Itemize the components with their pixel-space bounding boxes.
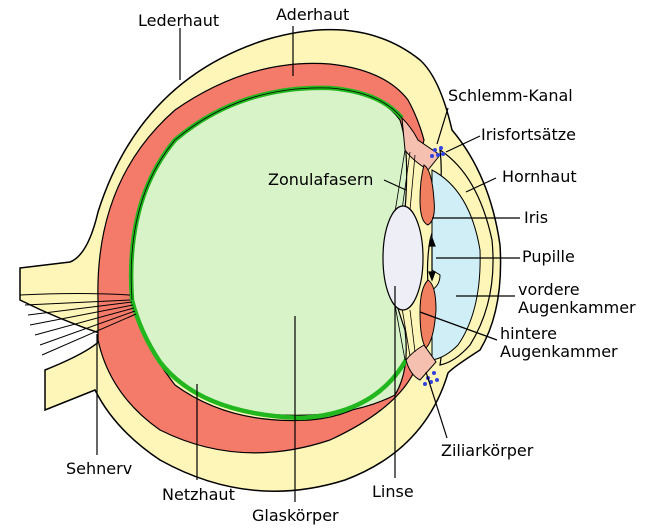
label-netzhaut: Netzhaut <box>162 485 235 504</box>
label-vordere-2: Augenkammer <box>518 298 636 317</box>
label-sehnerv: Sehnerv <box>66 459 132 478</box>
lens <box>382 205 424 311</box>
label-pupille: Pupille <box>522 247 575 266</box>
leader-lines <box>96 26 520 502</box>
iris-upper <box>419 164 435 226</box>
zonular-fibers <box>394 149 416 361</box>
pupil-arrow <box>428 236 436 282</box>
label-linse: Linse <box>372 482 414 501</box>
label-irisfortsaetze: Irisfortsätze <box>481 125 576 144</box>
label-ziliarkoerper: Ziliarkörper <box>441 441 534 460</box>
labels: Lederhaut Aderhaut Schlemm-Kanal Irisfor… <box>66 5 636 525</box>
label-hintere-2: Augenkammer <box>500 342 618 361</box>
retina-outline <box>130 87 403 301</box>
label-glaskoerper: Glaskörper <box>252 506 339 525</box>
label-lederhaut: Lederhaut <box>138 11 219 30</box>
label-hornhaut: Hornhaut <box>502 167 577 186</box>
iris-lower <box>419 279 437 349</box>
label-vordere-1: vordere <box>518 280 580 299</box>
label-aderhaut: Aderhaut <box>276 5 349 24</box>
ciliary-body-lower <box>405 344 437 381</box>
label-schlemm-kanal: Schlemm-Kanal <box>448 86 573 105</box>
label-zonulafasern: Zonulafasern <box>268 170 373 189</box>
optic-nerve-fibers <box>19 293 137 356</box>
label-iris: Iris <box>524 208 548 227</box>
label-hintere-1: hintere <box>500 324 557 343</box>
